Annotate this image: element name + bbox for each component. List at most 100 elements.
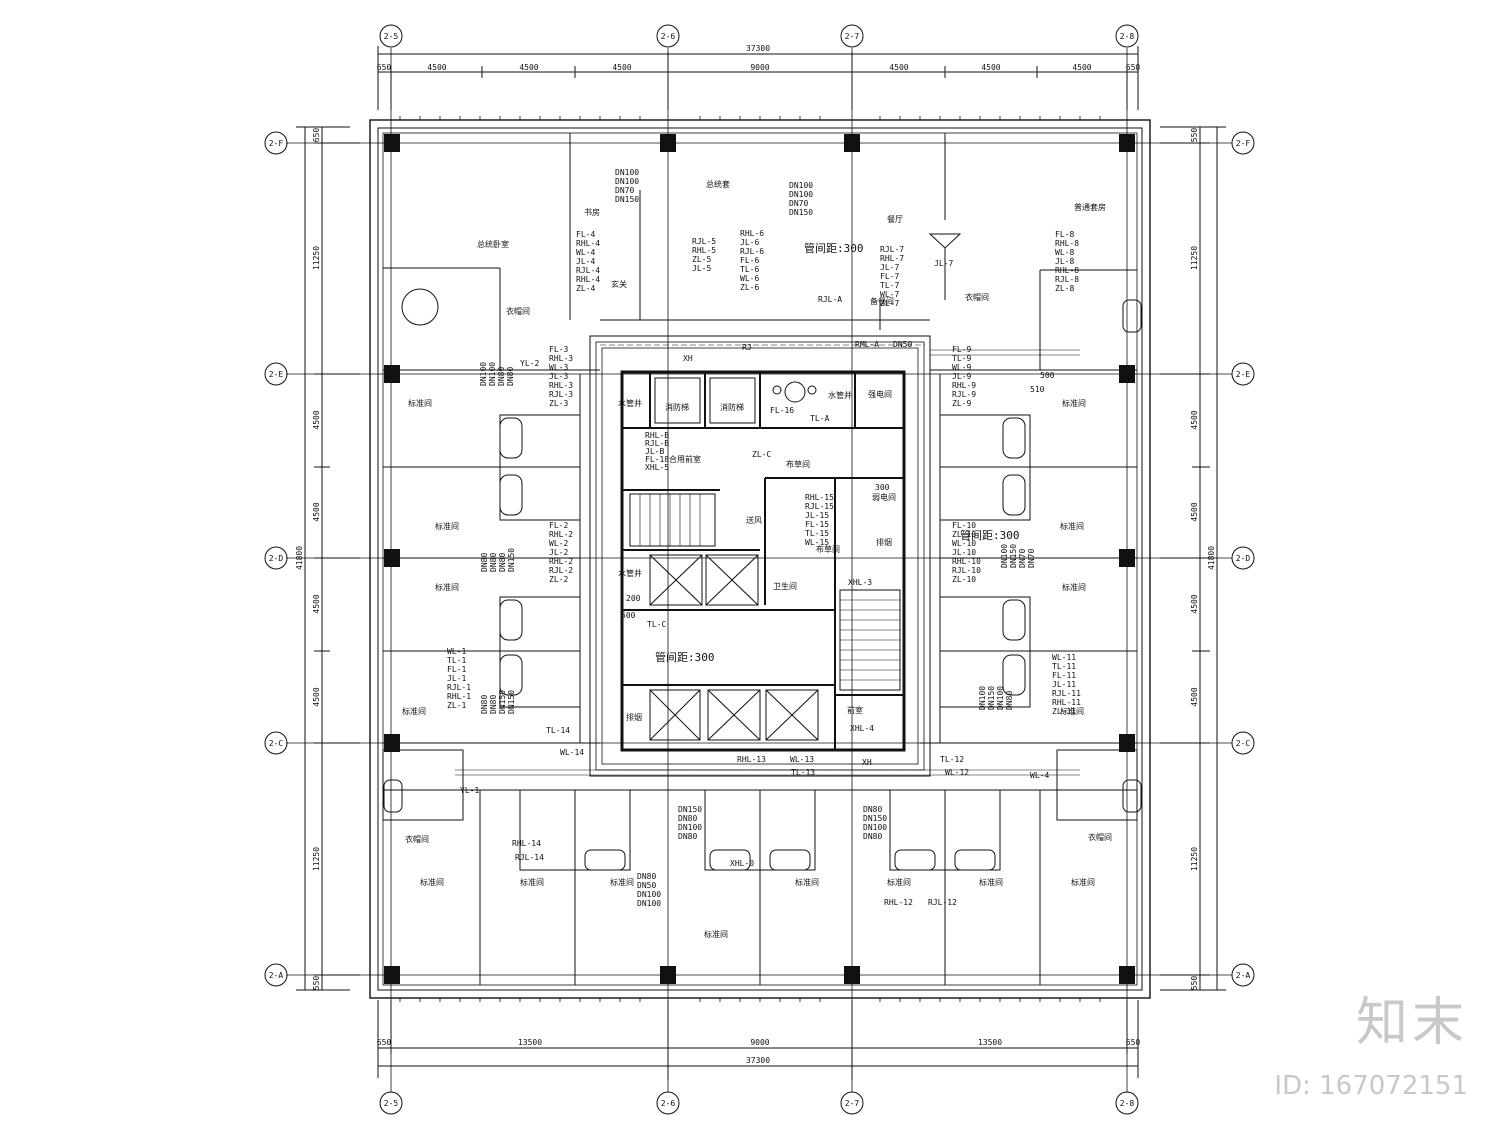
pipe-label-dn-j-2: DN100: [637, 890, 661, 899]
pipe-label-misc-26: RJL-A: [818, 295, 842, 304]
pipe-label-dn-c-3: DN80: [506, 367, 515, 386]
pipe-label-group-ne-2: WL-8: [1055, 248, 1074, 257]
pipe-label-group-n1-0: RJL-5: [692, 237, 716, 246]
dim-top-8: 650: [1126, 63, 1141, 72]
pipe-label-group-core-1: RJL-B: [645, 439, 669, 448]
pipe-label-group-e2-6: ZL-10: [952, 575, 976, 584]
pipe-label-dn-a-0: DN100: [615, 168, 639, 177]
pipe-label-group-nw-1: RHL-4: [576, 239, 600, 248]
pipe-label-group-e3-4: RJL-11: [1052, 689, 1081, 698]
pipe-label-group-n3-1: RHL-7: [880, 254, 904, 263]
axis-label-2-F-right: 2-F: [1236, 139, 1251, 148]
room-standard-e4: 标准间: [1060, 706, 1084, 716]
pipe-label-misc-25: XH: [862, 758, 872, 767]
pipe-label-group-n3-3: FL-7: [880, 272, 899, 281]
room-smoke-2: 排烟: [626, 712, 642, 722]
room-standard-w2: 标准间: [435, 521, 459, 531]
pipe-label-misc-20: TL-13: [791, 768, 815, 777]
pipe-label-misc-18: WL-14: [560, 748, 584, 757]
dim-right-3: 4500: [1190, 502, 1199, 521]
pipe-label-dn-f-2: DN70: [1018, 549, 1027, 568]
room-strong-current: 强电间: [868, 389, 892, 399]
room-pipe-shaft-2: 水管井: [618, 568, 642, 578]
dim-right-7: 550: [1190, 976, 1199, 991]
pipe-label-misc-24: WL-4: [1030, 771, 1049, 780]
pipe-label-group-e1-5: RJL-9: [952, 390, 976, 399]
pipe-label-dn-e-0: DN80: [480, 695, 489, 714]
axis-label-2-7-bottom: 2-7: [845, 1099, 860, 1108]
dim-left-7: 550: [312, 976, 321, 991]
pipe-label-dn-e-1: DN80: [489, 695, 498, 714]
dim-right-6: 11250: [1190, 847, 1199, 871]
pipe-label-group-w3-0: WL-1: [447, 647, 466, 656]
pipe-label-dn-d-2: DN80: [498, 553, 507, 572]
pipe-label-group-e2-1: ZL-10: [952, 530, 976, 539]
pipe-label-group-w2-5: RJL-2: [549, 566, 573, 575]
dim-bottom-1: 13500: [518, 1038, 542, 1047]
room-standard-e2: 标准间: [1060, 521, 1084, 531]
note-pipe-spacing-1: 管间距:300: [804, 241, 864, 255]
pipe-label-dn-h-0: DN150: [678, 805, 702, 814]
pipe-label-dn-f-3: DN70: [1027, 549, 1036, 568]
dim-right-4: 4500: [1190, 594, 1199, 613]
pipe-label-group-w2-0: FL-2: [549, 521, 568, 530]
room-closet-se: 衣帽间: [1088, 832, 1112, 842]
room-standard-e1: 标准间: [1062, 398, 1086, 408]
pipe-label-group-n3-5: WL-7: [880, 290, 899, 299]
pipe-label-group-nw-4: RJL-4: [576, 266, 600, 275]
room-fire-elevator-2: 消防梯: [720, 402, 744, 412]
pipe-label-group-e1-1: TL-9: [952, 354, 971, 363]
pipe-label-group-e1-2: WL-9: [952, 363, 971, 372]
pipe-label-group-e3-5: RHL-11: [1052, 698, 1081, 707]
dim-top-5: 4500: [889, 63, 908, 72]
dim-top-1: 4500: [427, 63, 446, 72]
pipe-label-group-n3-6: ZL-7: [880, 299, 899, 308]
pipe-label-dn-f-0: DN100: [1000, 544, 1009, 568]
note-pipe-spacing-3: 管间距:300: [960, 528, 1020, 542]
pipe-label-dn-c-0: DN100: [479, 362, 488, 386]
dim-left-overall: 41800: [295, 546, 304, 570]
pipe-label-misc-17: TL-14: [546, 726, 570, 735]
axis-label-2-5-bottom: 2-5: [384, 1099, 399, 1108]
dim-top-0: 650: [377, 63, 392, 72]
axis-label-2-E-right: 2-E: [1236, 370, 1251, 379]
room-standard-w1: 标准间: [408, 398, 432, 408]
pipe-label-group-w3-1: TL-1: [447, 656, 466, 665]
pipe-label-dn-g-0: DN100: [978, 686, 987, 710]
pipe-label-misc-10: XHL-3: [848, 578, 872, 587]
pipe-label-dn-g-2: DN100: [996, 686, 1005, 710]
pipe-label-group-w3-4: RJL-1: [447, 683, 471, 692]
pipe-label-dn-g-3: DN80: [1005, 691, 1014, 710]
pipe-label-misc-32: 500: [1040, 371, 1055, 380]
pipe-label-dn-i-2: DN100: [863, 823, 887, 832]
room-closet-nw: 衣帽间: [506, 306, 530, 316]
pipe-label-group-core2-2: JL-15: [805, 511, 829, 520]
room-standard-s6: 标准间: [887, 877, 911, 887]
room-dining: 餐厅: [887, 215, 903, 224]
pipe-label-group-w1-0: FL-3: [549, 345, 568, 354]
pipe-label-misc-4: XH: [683, 354, 693, 363]
pipe-label-misc-5: RJ: [742, 343, 752, 352]
pipe-label-group-w1-1: RHL-3: [549, 354, 573, 363]
pipe-label-misc-27: JL-7: [934, 259, 953, 268]
room-lobby: 前室: [847, 705, 863, 715]
pipe-label-group-w1-4: RHL-3: [549, 381, 573, 390]
pipe-label-group-e3-0: WL-11: [1052, 653, 1076, 662]
axis-label-2-A-right: 2-A: [1236, 971, 1251, 980]
pipe-label-misc-0: YL-2: [520, 359, 539, 368]
pipe-label-group-e1-3: JL-9: [952, 372, 971, 381]
room-pantry: 备餐间: [870, 296, 894, 306]
room-presidential-suite: 总统套: [706, 179, 730, 189]
axis-label-2-C-left: 2-C: [269, 739, 284, 748]
pipe-label-group-n2-3: FL-6: [740, 256, 759, 265]
pipe-label-misc-30: 600: [621, 611, 636, 620]
pipe-label-group-e2-0: FL-10: [952, 521, 976, 530]
pipe-label-group-core2-4: TL-15: [805, 529, 829, 538]
dim-left-6: 11250: [312, 847, 321, 871]
pipe-label-dn-h-3: DN80: [678, 832, 697, 841]
pipe-label-group-w3-3: JL-1: [447, 674, 466, 683]
dim-top-7: 4500: [1072, 63, 1091, 72]
pipe-label-group-ne-0: FL-8: [1055, 230, 1074, 239]
room-linen-2: 布草间: [816, 544, 840, 554]
pipe-label-group-n3-2: JL-7: [880, 263, 899, 272]
